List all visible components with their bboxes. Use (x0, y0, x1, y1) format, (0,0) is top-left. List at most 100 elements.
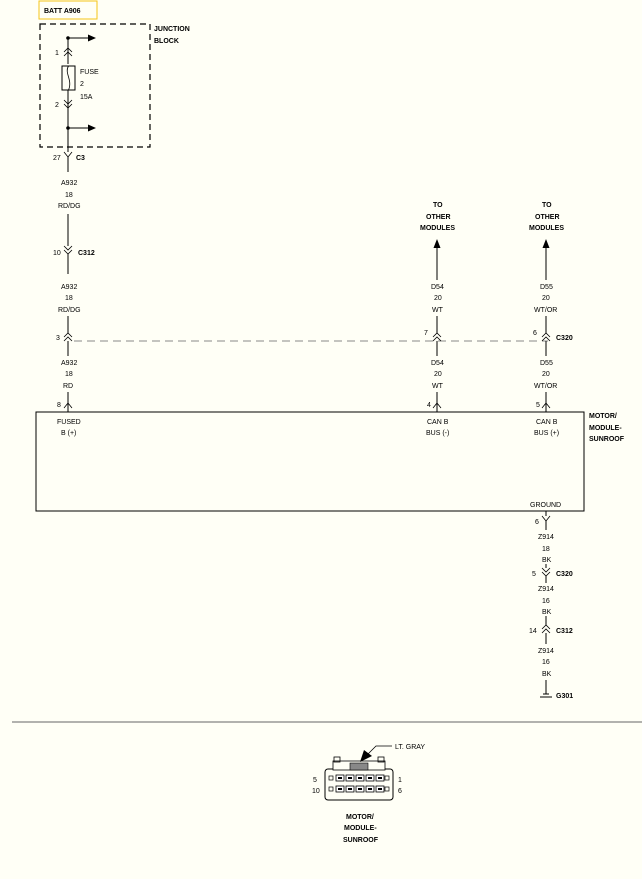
c320-pin-can-plus: 6 (533, 330, 537, 337)
d54-lower-circuit: D54 (431, 360, 444, 367)
jb-pin-bottom: 2 (55, 102, 59, 109)
to-modules-2-line1: TO (542, 202, 552, 209)
c312-connector-icon (63, 245, 73, 255)
module-name-3: SUNROOF (589, 436, 625, 443)
d54-lower-color: WT (432, 383, 444, 390)
d55-lower-color: WT/OR (534, 383, 557, 390)
module-pin-ground: 6 (535, 519, 539, 526)
connector-name-1: MOTOR/ (346, 814, 374, 821)
a932-lower-gauge: 18 (65, 371, 73, 378)
c3-name: C3 (76, 155, 85, 162)
module-can-minus-label-1: CAN B (427, 419, 449, 426)
power-source-label: BATT A906 (44, 8, 81, 15)
connector-name-2: MODULE- (344, 825, 377, 832)
c3-pin: 27 (53, 155, 61, 162)
c320-name: C320 (556, 335, 573, 342)
module-fused-label-1: FUSED (57, 419, 81, 426)
bus-arrow-bottom-icon (66, 124, 96, 132)
d55-upper-circuit: D55 (540, 284, 553, 291)
to-modules-1-line2: OTHER (426, 214, 451, 221)
a932-mid-gauge: 18 (65, 295, 73, 302)
connector-end-view-icon (324, 756, 394, 801)
junction-block-label-2: BLOCK (154, 38, 179, 45)
c320-pin-can-minus: 7 (424, 330, 428, 337)
a932-upper-color: RD/DG (58, 203, 81, 210)
junction-block-label-1: JUNCTION (154, 26, 190, 33)
module-box (35, 411, 585, 512)
power-source-tag (38, 0, 98, 20)
ground-name: G301 (556, 693, 573, 700)
z914-seg2-circuit: Z914 (538, 586, 554, 593)
to-modules-2-arrow-icon (542, 239, 550, 248)
ground-c312-pin: 14 (529, 628, 537, 635)
jb-pin1-connector-icon (63, 47, 73, 57)
d54-upper-color: WT (432, 307, 444, 314)
connector-pin-top-right: 1 (398, 777, 402, 784)
z914-seg2-color: BK (542, 609, 552, 616)
ground-c312-connector-icon (541, 624, 551, 634)
d55-lower-circuit: D55 (540, 360, 553, 367)
z914-seg1-circuit: Z914 (538, 534, 554, 541)
fuse-number: 2 (80, 81, 84, 88)
d54-upper-gauge: 20 (434, 295, 442, 302)
c3-connector-icon (63, 151, 73, 158)
junction-block-outline (39, 23, 151, 148)
c312-pin: 10 (53, 250, 61, 257)
connector-pin-bottom-right: 6 (398, 788, 402, 795)
module-name-2: MODULE- (589, 425, 622, 432)
module-can-plus-label-2: BUS (+) (534, 430, 559, 437)
d54-lower-gauge: 20 (434, 371, 442, 378)
color-pointer-icon (360, 745, 392, 762)
c320-pin6-connector-icon (541, 332, 551, 342)
ground-c320-connector-icon (541, 567, 551, 577)
c320-pin7-connector-icon (432, 332, 442, 342)
module-ground-label: GROUND (530, 502, 561, 509)
z914-seg1-gauge: 18 (542, 546, 550, 553)
ground-c312-name: C312 (556, 628, 573, 635)
ground-c320-name: C320 (556, 571, 573, 578)
z914-seg2-gauge: 16 (542, 598, 550, 605)
connector-pin-bottom-left: 10 (312, 788, 320, 795)
a932-lower-color: RD (63, 383, 73, 390)
a932-upper-circuit: A932 (61, 180, 77, 187)
a932-upper-gauge: 18 (65, 192, 73, 199)
module-can-minus-label-2: BUS (-) (426, 430, 449, 437)
d54-upper-circuit: D54 (431, 284, 444, 291)
a932-lower-circuit: A932 (61, 360, 77, 367)
z914-seg3-circuit: Z914 (538, 648, 554, 655)
d55-lower-gauge: 20 (542, 371, 550, 378)
to-modules-1-arrow-icon (433, 239, 441, 248)
bus-arrow-top-icon (66, 34, 96, 42)
module-pin-fused: 8 (57, 402, 61, 409)
module-can-plus-label-1: CAN B (536, 419, 558, 426)
d55-upper-color: WT/OR (534, 307, 557, 314)
z914-seg3-color: BK (542, 671, 552, 678)
connector-pin-top-left: 5 (313, 777, 317, 784)
fuse-rating: 15A (80, 94, 93, 101)
connector-name-3: SUNROOF (343, 837, 379, 844)
to-modules-2-line2: OTHER (535, 214, 560, 221)
ground-c320-pin: 5 (532, 571, 536, 578)
d55-upper-gauge: 20 (542, 295, 550, 302)
jb-pin2-connector-icon (63, 99, 73, 109)
jb-pin-top: 1 (55, 50, 59, 57)
to-modules-2-line3: MODULES (529, 225, 564, 232)
module-name-1: MOTOR/ (589, 413, 617, 420)
module-fused-label-2: B (+) (61, 430, 76, 437)
c320-pin3-connector-icon (63, 332, 73, 342)
to-modules-1-line3: MODULES (420, 225, 455, 232)
ground-symbol-icon (540, 693, 552, 698)
a932-mid-circuit: A932 (61, 284, 77, 291)
z914-seg1-color: BK (542, 557, 552, 564)
z914-seg3-gauge: 16 (542, 659, 550, 666)
c320-pin-fused: 3 (56, 335, 60, 342)
module-pin-can-plus: 5 (536, 402, 540, 409)
to-modules-1-line1: TO (433, 202, 443, 209)
module-pin-can-minus: 4 (427, 402, 431, 409)
connector-color-label: LT. GRAY (395, 744, 425, 751)
fuse-label: FUSE (80, 69, 99, 76)
a932-mid-color: RD/DG (58, 307, 81, 314)
c312-name: C312 (78, 250, 95, 257)
module-ground-pin-connector-icon (541, 515, 551, 522)
